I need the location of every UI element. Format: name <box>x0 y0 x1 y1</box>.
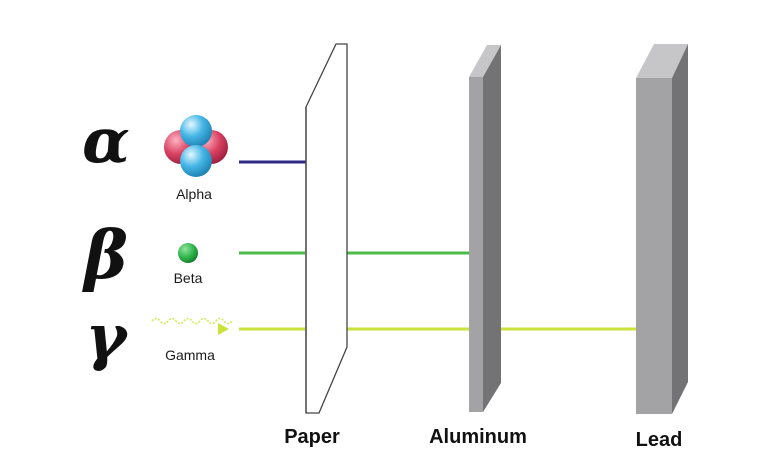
beta-particle-icon <box>178 243 198 263</box>
aluminum-barrier <box>469 45 501 412</box>
beta-label: Beta <box>174 270 203 286</box>
gamma-wave-icon <box>152 319 232 336</box>
alpha-particle-icon <box>164 115 228 177</box>
alpha-label: Alpha <box>176 186 212 202</box>
alpha-symbol: α <box>82 104 130 177</box>
paper-label: Paper <box>284 426 340 448</box>
lead-label: Lead <box>636 429 683 451</box>
paper-barrier <box>306 44 347 413</box>
beta-symbol: β <box>81 216 128 294</box>
lead-barrier <box>636 44 688 414</box>
aluminum-label: Aluminum <box>429 426 527 448</box>
gamma-symbol: γ <box>86 300 130 373</box>
gamma-label: Gamma <box>165 347 215 363</box>
